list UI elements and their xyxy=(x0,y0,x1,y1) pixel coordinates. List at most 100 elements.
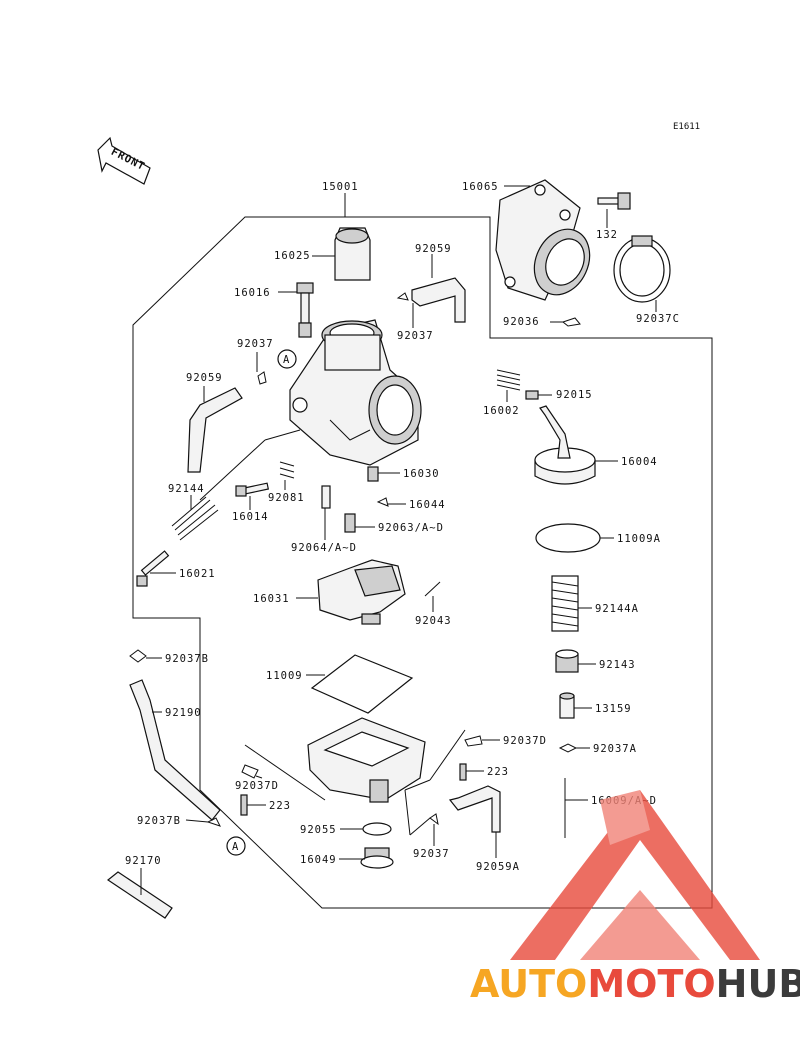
label-92059a: 92059A xyxy=(476,861,520,873)
label-16025: 16025 xyxy=(274,250,311,262)
watermark-part-3: HUB xyxy=(715,962,800,1006)
float-bowl xyxy=(307,717,426,803)
clip-92037d-right xyxy=(464,735,483,747)
pin-92043 xyxy=(424,581,441,597)
clip-92036 xyxy=(561,317,581,327)
label-92037a: 92037A xyxy=(593,743,637,755)
watermark-logo-icon xyxy=(510,790,760,960)
label-16030: 16030 xyxy=(403,468,440,480)
label-92081: 92081 xyxy=(268,492,305,504)
label-11009: 11009 xyxy=(266,670,303,682)
throttle-valve-16025 xyxy=(334,227,371,281)
jet-16030 xyxy=(367,466,379,482)
label-132: 132 xyxy=(596,229,618,241)
label-92037c: 92037C xyxy=(636,313,680,325)
label-92037d-right: 92037D xyxy=(503,735,547,747)
label-16002: 16002 xyxy=(483,405,520,417)
intake-manifold-16065 xyxy=(495,179,591,301)
label-92037-bottom: 92037 xyxy=(413,848,450,860)
spring-92081 xyxy=(279,461,295,479)
clip-92037b-top xyxy=(129,649,147,663)
label-92063: 92063/A~D xyxy=(378,522,444,534)
label-92055: 92055 xyxy=(300,824,337,836)
oring-92055 xyxy=(362,822,392,836)
clamp-92037c xyxy=(613,235,671,303)
clip-92037d-left xyxy=(241,764,259,779)
watermark-text: AUTOMOTOHUB xyxy=(470,962,800,1006)
label-92064: 92064/A~D xyxy=(291,542,357,554)
label-16065: 16065 xyxy=(462,181,499,193)
plug-16049 xyxy=(360,847,394,869)
cap-16004 xyxy=(534,405,596,485)
label-92143: 92143 xyxy=(599,659,636,671)
label-16044: 16044 xyxy=(409,499,446,511)
hose-92190 xyxy=(129,679,221,821)
gasket-11009 xyxy=(310,654,414,714)
clip-92037-top xyxy=(396,292,409,301)
label-92059-left: 92059 xyxy=(186,372,223,384)
oring-11009a xyxy=(535,523,601,553)
bolt-132 xyxy=(597,192,631,210)
callout-a-text: A xyxy=(283,354,290,366)
label-92037b-bottom: 92037B xyxy=(137,815,181,827)
label-223-right: 223 xyxy=(487,766,509,778)
label-92037b-top: 92037B xyxy=(165,653,209,665)
hose-92059-top xyxy=(411,277,466,323)
spring-16002 xyxy=(496,369,521,391)
label-15001: 15001 xyxy=(322,181,359,193)
label-11009a: 11009A xyxy=(617,533,661,545)
clip-92037b-bottom xyxy=(206,817,221,827)
label-92144a: 92144A xyxy=(595,603,639,615)
assembly-outline xyxy=(132,216,713,909)
screw-16021 xyxy=(136,550,170,587)
clip-92037-bottom xyxy=(429,813,439,826)
label-92144: 92144 xyxy=(168,483,205,495)
watermark-part-2: MOTO xyxy=(587,962,716,1006)
label-16049: 16049 xyxy=(300,854,337,866)
label-16014: 16014 xyxy=(232,511,269,523)
screw-223-left xyxy=(240,794,248,816)
label-13159: 13159 xyxy=(595,703,632,715)
callout-a-text-2: A xyxy=(232,841,239,853)
label-92037d-left: 92037D xyxy=(235,780,279,792)
watermark-part-1: AUTO xyxy=(470,962,588,1006)
clip-16044 xyxy=(376,497,389,507)
leader-lines xyxy=(140,185,657,895)
oring-92037a xyxy=(558,743,578,753)
jet-92063 xyxy=(344,513,356,533)
clip-92037-left xyxy=(257,371,267,385)
callout-a-top: A xyxy=(277,349,297,369)
strap-92170 xyxy=(106,871,173,919)
label-223-left: 223 xyxy=(269,800,291,812)
carburetor-body-15001 xyxy=(289,319,422,466)
retainer-92015 xyxy=(525,390,539,400)
label-16031: 16031 xyxy=(253,593,290,605)
label-16016: 16016 xyxy=(234,287,271,299)
holder-92143 xyxy=(555,649,579,673)
label-92015: 92015 xyxy=(556,389,593,401)
hose-92059a xyxy=(448,785,501,833)
label-92036: 92036 xyxy=(503,316,540,328)
label-92037-left: 92037 xyxy=(237,338,274,350)
label-92190: 92190 xyxy=(165,707,202,719)
hose-92059-left xyxy=(187,387,243,473)
part-labels: 15001 16065 16025 92059 132 16016 92037 … xyxy=(125,181,680,873)
callout-a-bottom: A xyxy=(226,836,246,856)
label-92037-top: 92037 xyxy=(397,330,434,342)
diagram-code: E1611 xyxy=(673,122,701,132)
needle-jet-13159 xyxy=(559,692,575,719)
screw-223-right xyxy=(459,763,467,781)
label-16004: 16004 xyxy=(621,456,658,468)
throttle-stop-screw-16016 xyxy=(296,282,314,338)
label-92170: 92170 xyxy=(125,855,162,867)
spring-92144a xyxy=(551,575,579,632)
front-arrow-icon: FRONT xyxy=(97,136,151,185)
label-92043: 92043 xyxy=(415,615,452,627)
spring-92144 xyxy=(171,496,219,541)
screw-16014 xyxy=(235,482,270,497)
label-16021: 16021 xyxy=(179,568,216,580)
float-16031 xyxy=(317,559,406,625)
label-92059-top: 92059 xyxy=(415,243,452,255)
jet-92064 xyxy=(321,485,331,509)
